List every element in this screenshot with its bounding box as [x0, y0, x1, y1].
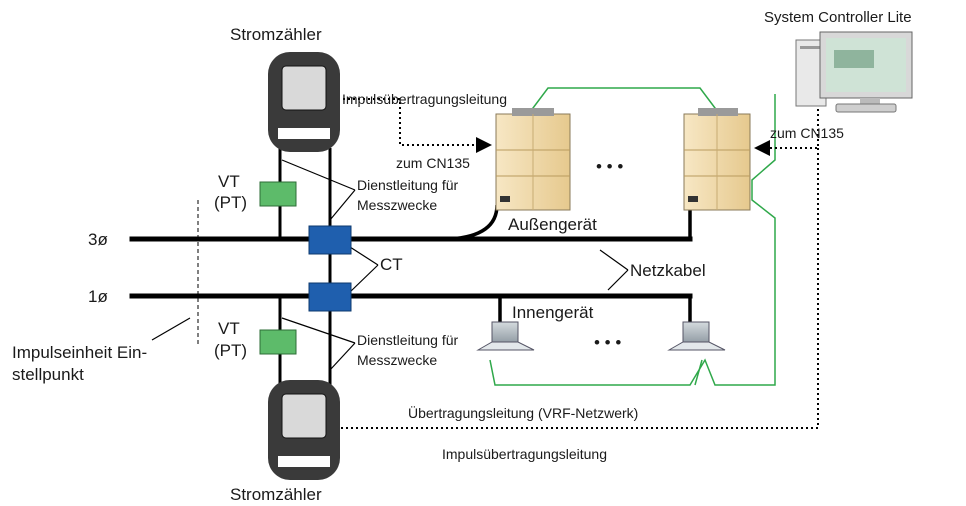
- meter-top-label: Stromzähler: [230, 25, 322, 44]
- vt-bottom-label: VT: [218, 319, 240, 338]
- desktop-computer-icon: [795, 31, 913, 113]
- vt-box-bottom: [259, 329, 297, 355]
- vt-box-top: [259, 181, 297, 207]
- ct-box-3phase: [308, 225, 352, 255]
- vrf-outdoor-unit-icon: [683, 108, 751, 211]
- ceiling-cassette-indoor-unit-icon: [476, 321, 535, 351]
- one-phase-label: 1ø: [88, 287, 108, 306]
- three-phase-label: 3ø: [88, 230, 108, 249]
- pulse-unit-label-2: stellpunkt: [12, 365, 84, 384]
- vrf-outdoor-unit-icon: [495, 108, 571, 211]
- service-line-bottom-label-2: Messzwecke: [357, 352, 437, 368]
- ct-label: CT: [380, 255, 403, 274]
- outdoor-unit-label: Außengerät: [508, 215, 597, 234]
- pulse-unit-label-1: Impulseinheit Ein-: [12, 343, 147, 362]
- pulse-line-label-top: Impulsübertragungsleitung: [342, 91, 507, 107]
- cn135-label-right: zum CN135: [770, 125, 844, 141]
- pt-bottom-label: (PT): [214, 341, 247, 360]
- indoor-ellipsis: • • •: [594, 333, 621, 352]
- pt-top-label: (PT): [214, 193, 247, 212]
- transmission-line-label: Übertragungsleitung (VRF-Netzwerk): [408, 404, 638, 421]
- meter-bottom-label: Stromzähler: [230, 485, 322, 504]
- vt-top-label: VT: [218, 172, 240, 191]
- pulse-line-label-bottom: Impulsübertragungsleitung: [442, 446, 607, 462]
- power-cable-label: Netzkabel: [630, 261, 706, 280]
- ct-box-1phase: [308, 282, 352, 312]
- vrf-network-line: [489, 87, 776, 386]
- electricity-meter-icon: [268, 380, 340, 480]
- outdoor-ellipsis: • • •: [596, 157, 623, 176]
- service-line-top-label-2: Messzwecke: [357, 197, 437, 213]
- indoor-unit-label: Innengerät: [512, 303, 594, 322]
- cn135-label-left: zum CN135: [396, 155, 470, 171]
- power-lines: [129, 236, 693, 299]
- service-line-top-label: Dienstleitung für: [357, 177, 459, 193]
- electricity-meter-icon: [268, 52, 340, 152]
- ceiling-cassette-indoor-unit-icon: [667, 321, 726, 351]
- system-controller-label: System Controller Lite: [764, 9, 912, 26]
- service-line-bottom-label: Dienstleitung für: [357, 332, 459, 348]
- pulse-transmission-lines: [338, 94, 819, 429]
